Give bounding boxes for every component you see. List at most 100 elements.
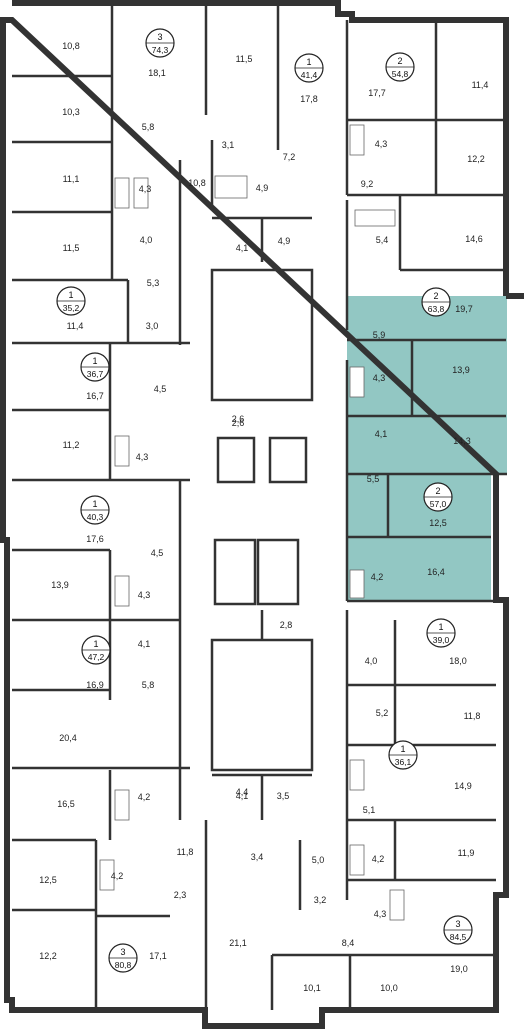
apt-rooms: 1 (92, 356, 97, 366)
room-area: 17,1 (149, 951, 167, 961)
room-area: 4,4 (236, 787, 249, 797)
room-area: 11,2 (63, 440, 80, 450)
room-area: 4,3 (374, 909, 387, 919)
room-area: 11,8 (464, 711, 481, 721)
room-area: 2,8 (280, 620, 293, 630)
apt-area: 36,1 (395, 757, 412, 767)
apt-badge-40-3: 140,3 (80, 495, 110, 525)
apt-rooms: 1 (400, 744, 405, 754)
room-area: 5,4 (376, 235, 389, 245)
apt-badge-84-5: 384,5 (443, 915, 473, 945)
room-area: 4,3 (138, 590, 151, 600)
room-area: 4,2 (111, 871, 124, 881)
apt-rooms: 3 (120, 947, 125, 957)
apt-rooms: 1 (93, 639, 98, 649)
apt-badge-57-0: 257,0 (423, 482, 453, 512)
apt-rooms: 1 (438, 622, 443, 632)
room-area: 19,7 (455, 304, 473, 314)
room-area: 13,9 (51, 580, 69, 590)
room-area: 18,1 (148, 68, 166, 78)
room-area: 4,5 (154, 384, 167, 394)
bathroom-fixtures (99, 124, 405, 921)
room-area: 17,8 (300, 94, 318, 104)
apt-badge-74-3: 374,3 (145, 28, 175, 58)
apt-area: 47,2 (88, 652, 105, 662)
room-area: 4,1 (236, 243, 249, 253)
room-area: 21,1 (229, 938, 247, 948)
apt-rooms: 1 (92, 499, 97, 509)
apt-badge-41-4: 141,4 (294, 53, 324, 83)
apt-area: 74,3 (152, 45, 169, 55)
room-area: 11,4 (472, 80, 489, 90)
room-area: 5,1 (363, 805, 376, 815)
room-area: 3,0 (146, 321, 159, 331)
room-area: 12,2 (467, 154, 485, 164)
room-area: 12,5 (39, 875, 57, 885)
apt-area: 63,8 (428, 304, 445, 314)
room-area: 11,9 (458, 848, 475, 858)
apt-badge-80-8: 380,8 (108, 943, 138, 973)
room-area: 2,6 (232, 418, 245, 428)
room-area: 5,0 (312, 855, 325, 865)
room-area: 4,0 (140, 235, 153, 245)
room-area: 12,2 (39, 951, 57, 961)
room-area: 5,5 (367, 474, 380, 484)
apt-badge-47-2: 147,2 (81, 635, 111, 665)
apt-area: 41,4 (301, 70, 318, 80)
room-area: 4,3 (375, 139, 388, 149)
apt-badge-36-7: 136,7 (80, 352, 110, 382)
apt-badge-54-8: 254,8 (385, 52, 415, 82)
room-area: 4,3 (373, 373, 386, 383)
room-area: 11,5 (63, 243, 80, 253)
room-area: 2,6 (232, 414, 245, 424)
room-area: 5,3 (147, 278, 160, 288)
room-area: 7,2 (283, 152, 296, 162)
room-labels: 10,8 18,1 11,5 17,8 17,7 11,4 10,3 5,8 3… (39, 41, 488, 993)
room-area: 14,3 (453, 436, 471, 446)
apt-area: 80,8 (115, 960, 132, 970)
room-area: 4,2 (372, 854, 385, 864)
room-area: 12,5 (429, 518, 447, 528)
highlighted-apartment[interactable] (347, 296, 507, 601)
room-area: 5,8 (142, 122, 155, 132)
room-area: 10,0 (380, 983, 398, 993)
room-area: 5,8 (142, 680, 155, 690)
room-area: 16,9 (86, 680, 104, 690)
apt-rooms: 2 (397, 56, 402, 66)
room-area: 16,4 (427, 567, 445, 577)
room-area: 10,8 (188, 178, 206, 188)
room-area: 11,5 (236, 54, 253, 64)
room-area: 11,1 (63, 174, 80, 184)
apt-area: 35,2 (63, 303, 80, 313)
apt-badge-39-0: 139,0 (426, 618, 456, 648)
apt-badge-35-2: 135,2 (56, 286, 86, 316)
apt-badge-36-1: 136,1 (388, 740, 418, 770)
room-area: 3,2 (314, 895, 327, 905)
room-area: 17,6 (86, 534, 104, 544)
room-area: 4,3 (139, 184, 152, 194)
room-area: 14,6 (465, 234, 483, 244)
room-area: 16,5 (57, 799, 75, 809)
apt-rooms: 2 (433, 291, 438, 301)
apt-area: 40,3 (87, 512, 104, 522)
room-area: 5,2 (376, 708, 389, 718)
apt-rooms: 2 (435, 486, 440, 496)
room-area: 17,7 (368, 88, 386, 98)
room-area: 4,1 (375, 429, 388, 439)
apt-area: 39,0 (433, 635, 450, 645)
room-area: 4,5 (151, 548, 164, 558)
room-area: 10,8 (62, 41, 80, 51)
apt-area: 54,8 (392, 69, 409, 79)
room-area: 3,5 (277, 791, 290, 801)
room-area: 3,4 (251, 852, 264, 862)
room-area: 16,7 (86, 391, 104, 401)
apt-rooms: 3 (455, 919, 460, 929)
room-area: 3,1 (222, 140, 235, 150)
room-area: 4,2 (138, 792, 151, 802)
room-area: 4,3 (136, 452, 149, 462)
room-area: 18,0 (449, 656, 467, 666)
apt-badge-63-8: 263,8 (421, 287, 451, 317)
apt-area: 57,0 (430, 499, 447, 509)
